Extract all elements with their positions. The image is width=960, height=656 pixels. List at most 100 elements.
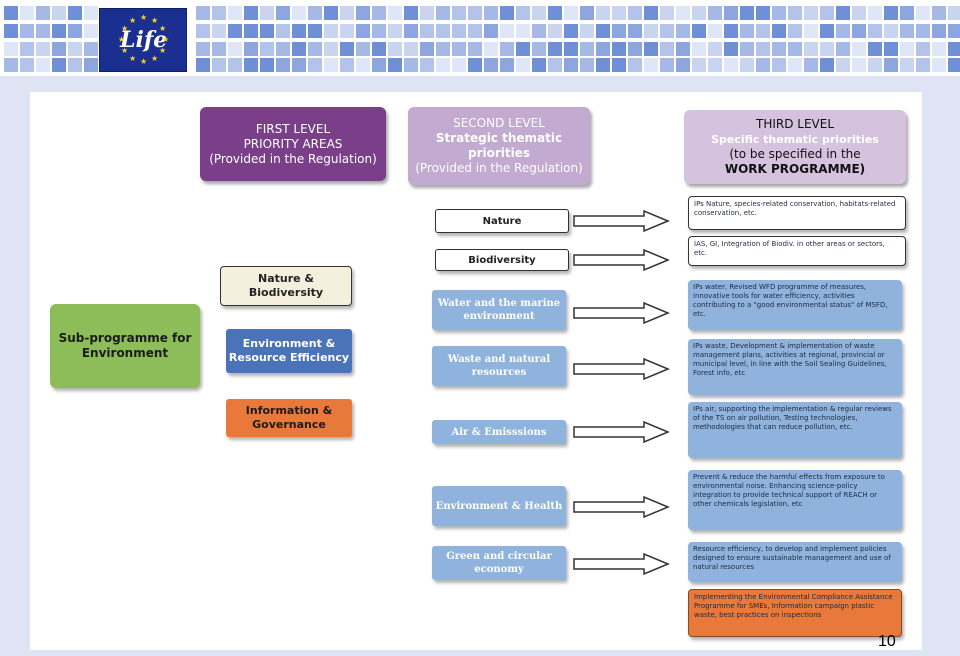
header-tile	[436, 42, 450, 56]
header-tile	[836, 58, 850, 72]
header-tile	[356, 6, 370, 20]
header-tile	[388, 24, 402, 38]
star-icon: ★	[120, 24, 129, 33]
header-tile	[724, 42, 738, 56]
header-tile	[420, 58, 434, 72]
header-tile	[308, 42, 322, 56]
header-tile	[564, 24, 578, 38]
header-tile	[708, 24, 722, 38]
thematic-label: Nature	[482, 215, 522, 227]
header-tile	[52, 58, 66, 72]
header-tile	[932, 24, 946, 38]
star-icon: ★	[120, 46, 129, 55]
header-tile	[580, 42, 594, 56]
header-tile	[324, 6, 338, 20]
header-tile	[244, 58, 258, 72]
header-tile	[900, 6, 914, 20]
header-tile	[724, 6, 738, 20]
header-tile	[612, 6, 626, 20]
header-tile	[292, 58, 306, 72]
header-tile	[212, 6, 226, 20]
header-banner: Life ★★★★★★★★★★★★	[0, 0, 960, 76]
header-tile	[692, 6, 706, 20]
header-tile	[68, 6, 82, 20]
second-level-header: SECOND LEVEL Strategic thematic prioriti…	[408, 107, 590, 185]
header-tile	[708, 42, 722, 56]
header-tile	[852, 42, 866, 56]
header-tile	[948, 24, 960, 38]
header-tile	[532, 58, 546, 72]
header-tile	[324, 58, 338, 72]
header-tile	[196, 24, 210, 38]
header-tile	[836, 24, 850, 38]
header-tile	[388, 58, 402, 72]
header-tile	[372, 42, 386, 56]
header-tile	[692, 58, 706, 72]
detail-biodiversity: IAS, GI, Integration of Biodiv. in other…	[688, 236, 906, 266]
third-level-line4: WORK PROGRAMME)	[724, 162, 866, 176]
header-tile	[548, 24, 562, 38]
header-tile	[740, 42, 754, 56]
header-tile	[804, 58, 818, 72]
header-tile	[196, 58, 210, 72]
header-tile	[564, 6, 578, 20]
header-tile	[36, 6, 50, 20]
header-tile	[788, 42, 802, 56]
header-tile	[852, 24, 866, 38]
header-tile	[548, 58, 562, 72]
header-tile	[292, 24, 306, 38]
thematic-water: Water and the marine environment	[432, 290, 566, 330]
page-number: 10	[878, 633, 896, 650]
star-icon: ★	[159, 46, 167, 55]
header-tile	[212, 24, 226, 38]
header-tile	[372, 24, 386, 38]
header-tile	[420, 42, 434, 56]
header-tile	[628, 6, 642, 20]
header-tile	[420, 24, 434, 38]
header-tile	[788, 24, 802, 38]
header-tile	[404, 24, 418, 38]
header-tile	[612, 24, 626, 38]
header-tile	[484, 42, 498, 56]
header-tile	[244, 42, 258, 56]
header-tile	[612, 42, 626, 56]
header-tile	[4, 42, 18, 56]
header-tile	[4, 24, 18, 38]
header-tile	[68, 24, 82, 38]
first-level-header: FIRST LEVEL PRIORITY AREAS (Provided in …	[200, 107, 386, 181]
header-tile	[468, 6, 482, 20]
header-tile	[4, 58, 18, 72]
thematic-green-economy: Green and circular economy	[432, 546, 566, 580]
header-tile	[852, 6, 866, 20]
star-icon: ★	[129, 54, 137, 64]
header-tile	[692, 24, 706, 38]
header-tile	[580, 6, 594, 20]
header-tile	[308, 6, 322, 20]
header-tile	[580, 24, 594, 38]
arrow-right-icon	[573, 302, 670, 324]
header-tile	[468, 58, 482, 72]
detail-nature: IPs Nature, species-related conservation…	[688, 196, 906, 230]
arrow-right-icon	[573, 421, 670, 443]
header-tile	[900, 42, 914, 56]
header-tile	[724, 24, 738, 38]
header-tile	[932, 42, 946, 56]
star-icon: ★	[162, 35, 170, 44]
header-tile	[708, 58, 722, 72]
header-tile	[452, 42, 466, 56]
header-tile	[660, 24, 674, 38]
header-tile	[916, 42, 930, 56]
header-tile	[852, 58, 866, 72]
header-tile	[532, 24, 546, 38]
thematic-label: Waste and natural resources	[447, 354, 551, 378]
header-tile	[36, 58, 50, 72]
arrow-right-icon	[573, 210, 670, 232]
star-icon: ★	[118, 35, 126, 44]
header-tile	[68, 58, 82, 72]
thematic-waste: Waste and natural resources	[432, 346, 566, 386]
header-tile	[516, 24, 530, 38]
header-tile	[20, 24, 34, 38]
header-tile	[340, 42, 354, 56]
header-tile	[436, 24, 450, 38]
header-tile	[660, 42, 674, 56]
